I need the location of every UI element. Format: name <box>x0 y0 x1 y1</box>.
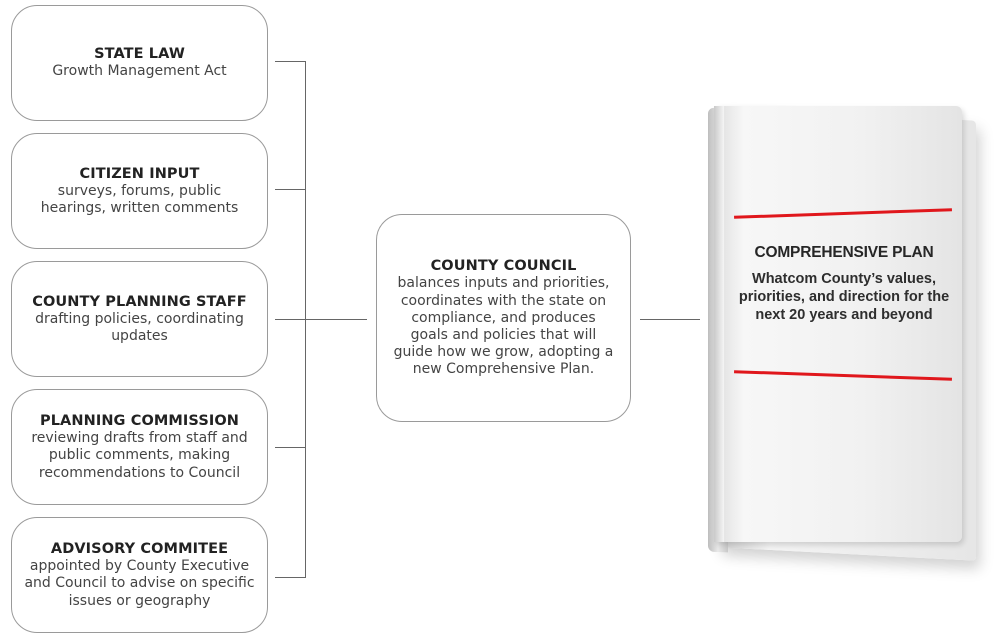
connector-line <box>305 319 367 320</box>
input-description: Growth Management Act <box>52 63 227 80</box>
book-title: COMPREHENSIVE PLAN <box>754 244 934 261</box>
connector-line <box>275 189 305 190</box>
book-hinge <box>714 106 724 542</box>
input-title: STATE LAW <box>94 46 185 63</box>
council-title: COUNTY COUNCIL <box>430 258 577 275</box>
input-description: reviewing drafts from staff and public c… <box>31 429 248 481</box>
input-box-citizen-input: CITIZEN INPUT surveys, forums, public he… <box>11 133 268 249</box>
connector-line <box>275 61 305 62</box>
input-description: appointed by County Executive and Counci… <box>24 557 255 609</box>
input-box-planning-commission: PLANNING COMMISSION reviewing drafts fro… <box>11 389 268 505</box>
connector-line <box>275 319 305 320</box>
input-title: ADVISORY COMMITEE <box>50 540 229 557</box>
connector-line <box>275 447 305 448</box>
comprehensive-plan-book: COMPREHENSIVE PLAN Whatcom County’s valu… <box>700 78 1000 561</box>
input-box-state-law: STATE LAW Growth Management Act <box>11 5 268 121</box>
input-box-county-planning-staff: COUNTY PLANNING STAFF drafting policies,… <box>11 261 268 377</box>
input-box-advisory-committee: ADVISORY COMMITEE appointed by County Ex… <box>11 517 268 633</box>
council-description: balances inputs and priorities, coordina… <box>393 275 614 378</box>
county-council-box: COUNTY COUNCIL balances inputs and prior… <box>376 214 631 422</box>
connector-line <box>275 577 305 578</box>
book-subtitle: Whatcom County’s values, priorities, and… <box>738 271 950 323</box>
input-title: COUNTY PLANNING STAFF <box>32 293 247 310</box>
book-cover <box>714 106 962 542</box>
input-title: CITIZEN INPUT <box>79 165 200 182</box>
input-description: drafting policies, coordinating updates <box>35 310 244 345</box>
input-title: PLANNING COMMISSION <box>39 412 240 429</box>
connector-line <box>640 319 700 320</box>
input-description: surveys, forums, public hearings, writte… <box>40 182 239 217</box>
